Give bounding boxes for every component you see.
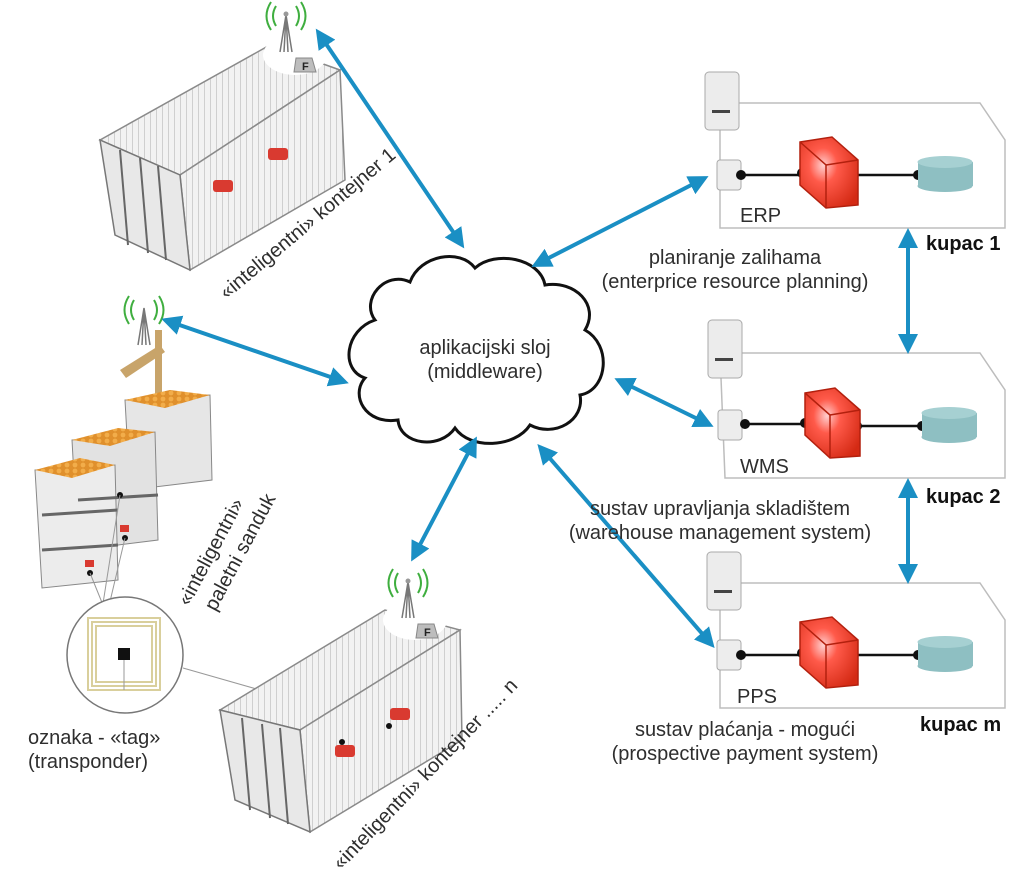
tag-label: oznaka - «tag» (transponder) bbox=[28, 727, 161, 773]
svg-text:F: F bbox=[424, 627, 431, 639]
customer-box-wms bbox=[707, 319, 1006, 479]
arrow-middleware-pallet bbox=[161, 315, 349, 387]
erp-description: planiranje zalihama (enterprice resource… bbox=[601, 247, 869, 293]
container-1: F bbox=[98, 1, 346, 272]
chip-icon bbox=[118, 648, 130, 660]
rfid-tag-icon bbox=[268, 148, 288, 160]
server-icon bbox=[707, 319, 743, 379]
pps-description: sustav plaćanja - mogući (prospective pa… bbox=[611, 719, 879, 765]
customer-2-label: kupac 2 bbox=[926, 486, 1001, 508]
reader-icon bbox=[717, 409, 743, 441]
firewall-icon bbox=[799, 136, 859, 209]
f-badge-icon: F bbox=[415, 623, 439, 639]
rfid-tag-icon bbox=[213, 180, 233, 192]
antenna-tower-icon bbox=[120, 295, 165, 400]
database-icon bbox=[917, 156, 973, 192]
arrow-middleware-wms bbox=[614, 378, 714, 427]
arrow-middleware-erp bbox=[531, 176, 709, 267]
rfid-tag-icon bbox=[390, 708, 410, 720]
arrow-middleware-container-n bbox=[411, 436, 477, 562]
rfid-tag-magnifier bbox=[66, 596, 261, 714]
wms-system-label: WMS bbox=[740, 456, 789, 478]
f-badge-icon: F bbox=[293, 57, 317, 73]
customer-m-label: kupac m bbox=[920, 714, 1002, 736]
container-n: F bbox=[218, 568, 463, 834]
connection-arrows bbox=[161, 28, 918, 649]
svg-text:F: F bbox=[302, 61, 309, 73]
pps-system-label: PPS bbox=[737, 686, 778, 708]
rfid-tag-icon bbox=[335, 745, 355, 757]
middleware-cloud bbox=[347, 255, 605, 445]
arrow-middleware-container-1 bbox=[315, 28, 465, 249]
database-icon bbox=[921, 407, 977, 443]
server-icon bbox=[704, 71, 740, 131]
customer-box-erp bbox=[704, 71, 1006, 229]
pallet-crates bbox=[34, 295, 213, 611]
firewall-icon bbox=[804, 387, 861, 459]
erp-system-label: ERP bbox=[740, 205, 782, 227]
customer-box-pps bbox=[706, 551, 1006, 709]
arrow-middleware-pps bbox=[537, 443, 715, 649]
customer-1-label: kupac 1 bbox=[926, 233, 1001, 255]
firewall-icon bbox=[799, 616, 859, 689]
antenna-tower-icon bbox=[265, 1, 307, 53]
antenna-tower-icon bbox=[387, 568, 429, 619]
server-icon bbox=[706, 551, 742, 611]
wms-description: sustav upravljanja skladištem (warehouse… bbox=[568, 498, 872, 544]
database-icon bbox=[917, 636, 973, 672]
middleware-label: aplikacijski sloj (middleware) bbox=[419, 337, 551, 383]
